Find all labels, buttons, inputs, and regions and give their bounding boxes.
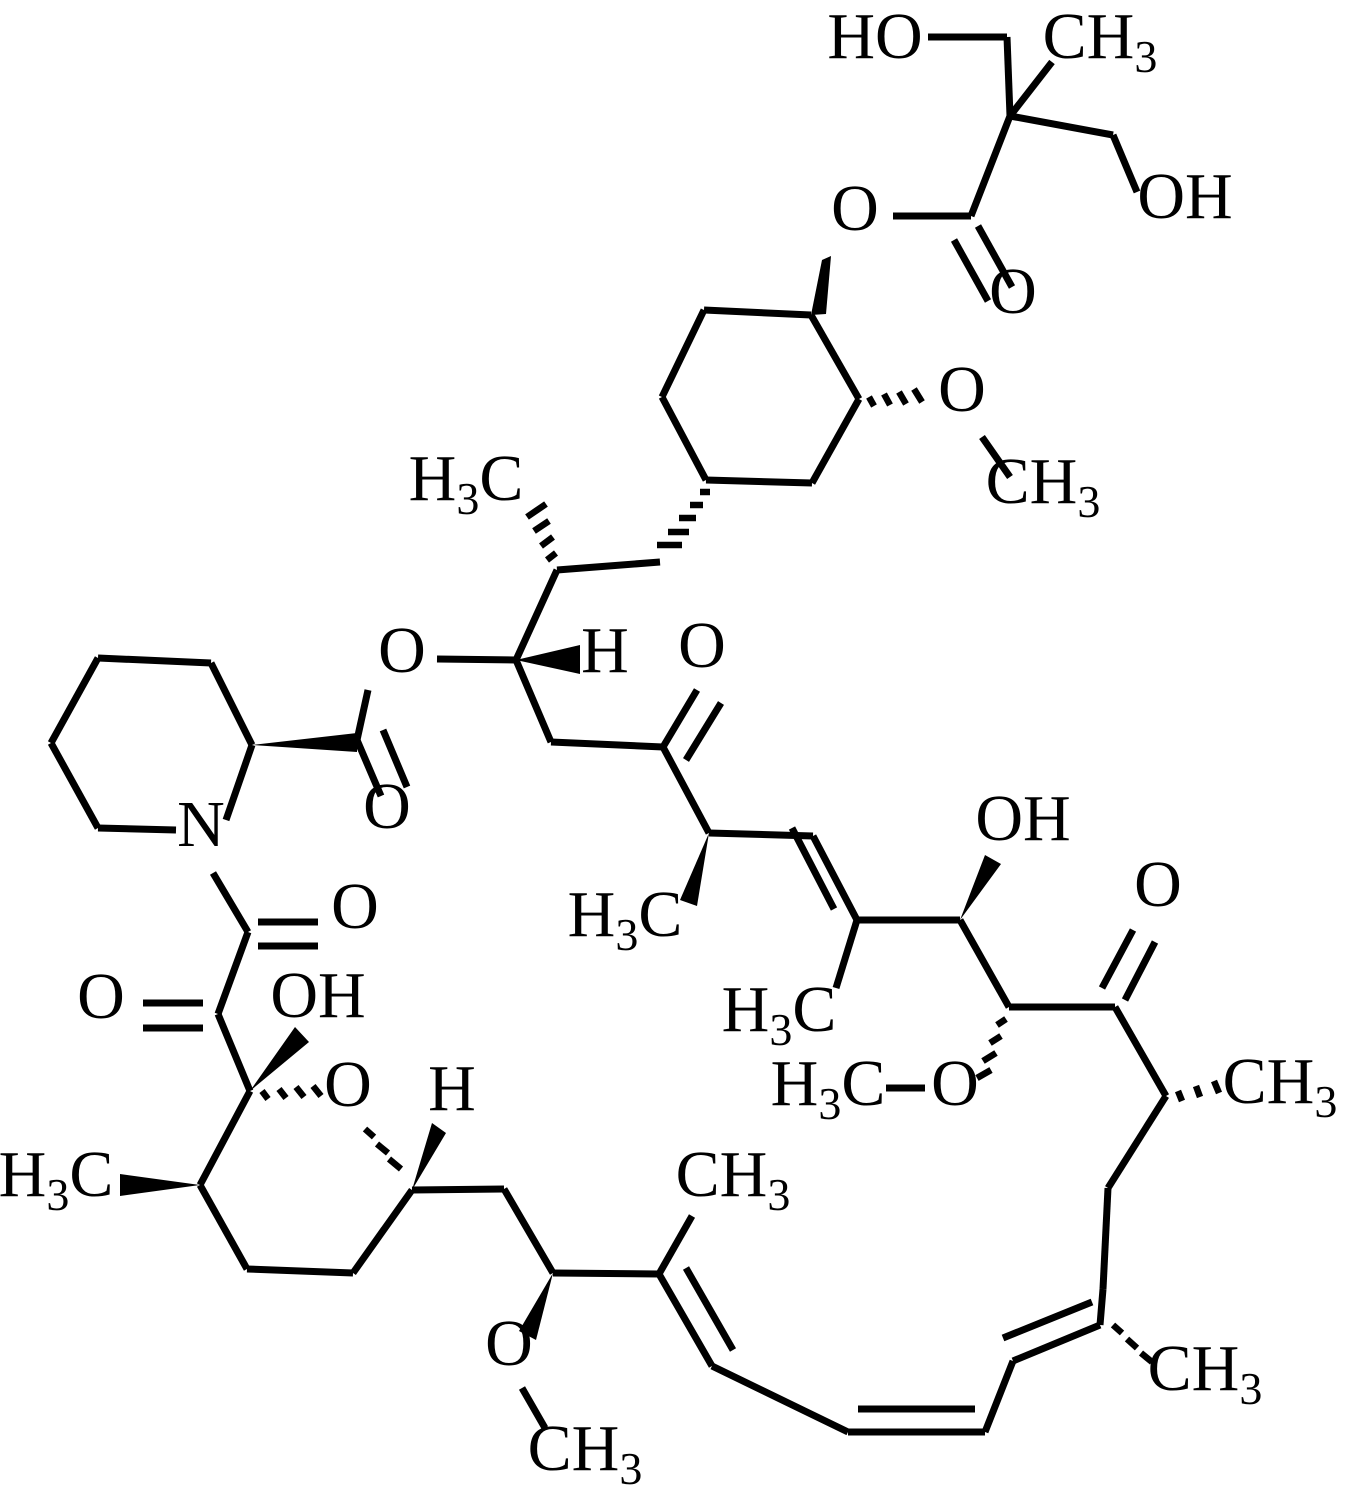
label-o-ester-link: O bbox=[831, 172, 879, 245]
bond-right-chain-up bbox=[1099, 1187, 1112, 1290]
hash-o-to-pyran-ch bbox=[362, 1126, 404, 1172]
label-o-ester-macro: O bbox=[378, 614, 426, 687]
label-o-methoxy-mid: O bbox=[931, 1047, 979, 1120]
bond-to-ch-methyl-lower bbox=[1096, 1288, 1107, 1326]
label-oh-upper-right: OH bbox=[1137, 160, 1232, 233]
label-ch3-right-upper: CH3 bbox=[1223, 1045, 1338, 1127]
lactone-ester-linkage bbox=[353, 689, 411, 798]
bond-alkene-mid2 bbox=[788, 826, 838, 911]
label-h3c-methoxy-mid: H3C bbox=[771, 1047, 886, 1129]
label-h3c-pyran-left: H3C bbox=[0, 1138, 113, 1220]
macrocycle-upper-left bbox=[436, 558, 724, 835]
label-o-ketone-left: O bbox=[77, 960, 125, 1033]
pyran-ring bbox=[196, 1089, 415, 1277]
bond-pyran-to-chain bbox=[411, 1185, 505, 1194]
label-o-carbonyl-top: O bbox=[989, 255, 1037, 328]
wedge-pyran-methyl bbox=[120, 1174, 200, 1196]
alpha-keto-amide-group bbox=[143, 871, 318, 1093]
hash-methoxy-mid bbox=[975, 1016, 1008, 1081]
ketone-right bbox=[1009, 928, 1170, 1098]
hash-hemiketal-to-o bbox=[259, 1083, 324, 1101]
label-n-piperidine: N bbox=[177, 788, 225, 861]
hash-methyl-lower-right bbox=[1110, 1322, 1155, 1365]
wedge-pyran-h bbox=[412, 1123, 446, 1190]
wedge-ester-to-ring bbox=[811, 256, 831, 315]
bis-hydroxymethyl-propionate-group bbox=[893, 33, 1141, 303]
wedge-secondary-oh bbox=[960, 855, 1001, 920]
label-ch3-right-lower: CH3 bbox=[1148, 1332, 1263, 1414]
label-h3c-allylic: H3C bbox=[568, 878, 683, 960]
label-o-pyran: O bbox=[324, 1048, 372, 1121]
bond-methoxy-low bbox=[518, 1386, 549, 1430]
label-o-methoxy-ring: O bbox=[938, 353, 986, 426]
label-o-lactone: O bbox=[363, 770, 411, 843]
label-ch3-top-right: CH3 bbox=[1043, 0, 1158, 82]
label-oh-hemiketal: OH bbox=[270, 959, 365, 1032]
label-h-stereo-upper: H bbox=[581, 614, 629, 687]
bond-methoxy-ring bbox=[979, 434, 1013, 480]
wedge-h-upper bbox=[516, 645, 580, 674]
label-h3c-upper-mid: H3C bbox=[409, 442, 524, 524]
label-oh-secondary: OH bbox=[975, 782, 1070, 855]
hash-methyl-right-upper bbox=[1174, 1079, 1222, 1103]
bond-alkene-to-ch bbox=[708, 829, 814, 840]
hash-methyl-upper bbox=[525, 501, 558, 563]
bond-right-chain-up2 bbox=[1105, 1094, 1169, 1190]
bond-vinyl-methyl bbox=[832, 918, 861, 990]
label-ch3-methoxy-ring: CH3 bbox=[986, 445, 1101, 527]
bond-chain-ch2 bbox=[500, 1187, 557, 1275]
hash-ring-to-macrocycle bbox=[657, 488, 710, 549]
label-o-ketone-upper: O bbox=[678, 609, 726, 682]
label-h3c-vinyl: H3C bbox=[722, 973, 837, 1055]
triene-segment bbox=[552, 1214, 1102, 1436]
hash-ring-to-methoxy bbox=[866, 387, 925, 408]
cyclohexane-ring bbox=[658, 306, 863, 487]
label-o-ketone-right: O bbox=[1134, 848, 1182, 921]
label-ch3-methoxy-low: CH3 bbox=[528, 1412, 643, 1494]
bond-alkene-mid bbox=[809, 834, 861, 922]
label-ho-top-left: HO bbox=[827, 0, 922, 73]
wedge-methoxy-low bbox=[519, 1273, 553, 1340]
label-o-methoxy-low: O bbox=[485, 1307, 533, 1380]
piperidine-ring bbox=[47, 654, 256, 834]
bond-to-ch-oh bbox=[956, 918, 1013, 1009]
wedge-piperidine-to-ester bbox=[252, 733, 357, 752]
wedge-allylic-methyl bbox=[680, 833, 709, 906]
label-o-amide: O bbox=[331, 870, 379, 943]
label-h-pyran: H bbox=[428, 1052, 476, 1125]
label-ch3-vinyl-mid: CH3 bbox=[676, 1138, 791, 1220]
wedge-hemiketal-oh bbox=[250, 1027, 309, 1091]
